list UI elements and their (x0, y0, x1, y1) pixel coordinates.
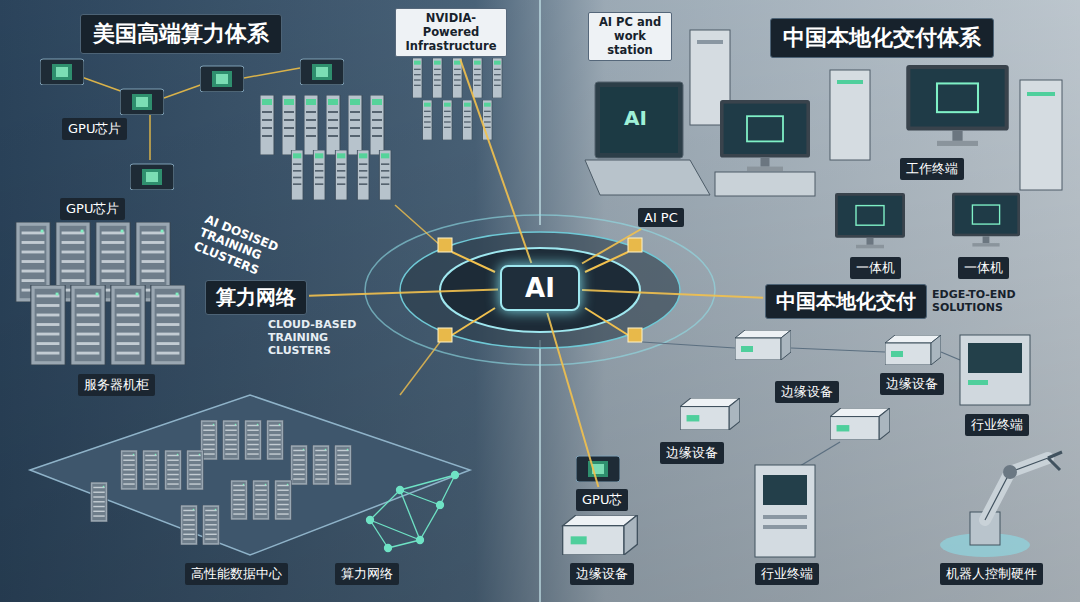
tag-box: GPU芯 (576, 489, 628, 511)
tag-box: GPU芯片 (60, 198, 125, 220)
annotation-text: EDGE-TO-END SOLUTIONS (932, 288, 1072, 314)
robot-arm (940, 452, 1062, 557)
node-text: AI (502, 273, 578, 303)
node-text: 美国高端算力体系 (93, 19, 269, 49)
connector-line (460, 59, 531, 263)
node-text: 算力网络 (216, 284, 296, 311)
heading-box: 美国高端算力体系 (80, 14, 282, 54)
connector-line (309, 289, 498, 295)
tag-box: 算力网络 (335, 563, 399, 585)
tag-box: 边缘设备 (660, 442, 724, 464)
node-text: 工作终端 (906, 160, 958, 178)
node-text: GPU芯片 (66, 200, 119, 218)
node-text: 机器人控制硬件 (946, 565, 1037, 583)
tag-box: 边缘设备 (880, 373, 944, 395)
node-text: NVIDIA-Powered Infrastructure (402, 12, 500, 53)
node-text: 中国本地化交付体系 (783, 23, 981, 53)
tag-box: GPU芯片 (62, 118, 127, 140)
tag-box: 一体机 (850, 257, 901, 279)
node-text: 算力网络 (341, 565, 393, 583)
node-text: 边缘设备 (781, 383, 833, 401)
ai-hub-platform (365, 0, 715, 602)
connector-line (582, 229, 641, 264)
nvidia-rack (413, 58, 502, 140)
node-text: AI PC and work station (595, 16, 665, 57)
tag-box: 行业终端 (965, 414, 1029, 436)
node-text: GPU芯片 (68, 120, 121, 138)
tag-box: 边缘设备 (570, 563, 634, 585)
annotation-text: AI (624, 106, 647, 130)
node-text: 中国本地化交付 (776, 288, 916, 315)
pc-devices (585, 30, 1062, 248)
tag-box: AI PC (638, 208, 684, 227)
node-text: 服务器机柜 (84, 376, 149, 394)
tag-box: 一体机 (958, 257, 1009, 279)
info-box: NVIDIA-Powered Infrastructure (395, 8, 507, 57)
node-text: 高性能数据中心 (191, 565, 282, 583)
tag-box: 工作终端 (900, 158, 964, 180)
hub-box: AI (500, 265, 580, 311)
node-text: 边缘设备 (576, 565, 628, 583)
node-text: 行业终端 (971, 416, 1023, 434)
node-text: 边缘设备 (886, 375, 938, 393)
tag-box: 行业终端 (755, 563, 819, 585)
node-text: GPU芯 (582, 491, 622, 509)
connector-line (547, 313, 598, 487)
node-text: 边缘设备 (666, 444, 718, 462)
connector-line (582, 290, 763, 298)
node-text: 行业终端 (761, 565, 813, 583)
node-text: AI PC (644, 210, 678, 225)
tag-box: 机器人控制硬件 (940, 563, 1043, 585)
annotation-text: CLOUD-BASED TRAINING CLUSTERS (268, 318, 386, 358)
node-text: 一体机 (964, 259, 1003, 277)
industry-terminal (755, 465, 815, 557)
server-cabinets (16, 222, 185, 365)
tag-box: 高性能数据中心 (185, 563, 288, 585)
data-center (30, 395, 470, 555)
node-text: 一体机 (856, 259, 895, 277)
gpu-card-array (260, 95, 391, 200)
tag-box: 服务器机柜 (78, 374, 155, 396)
section-box: 算力网络 (205, 280, 307, 315)
section-box: 中国本地化交付 (765, 284, 927, 319)
info-box: AI PC and work station (588, 12, 672, 61)
network-graph (367, 472, 459, 552)
heading-box: 中国本地化交付体系 (770, 18, 994, 58)
tag-box: 边缘设备 (775, 381, 839, 403)
